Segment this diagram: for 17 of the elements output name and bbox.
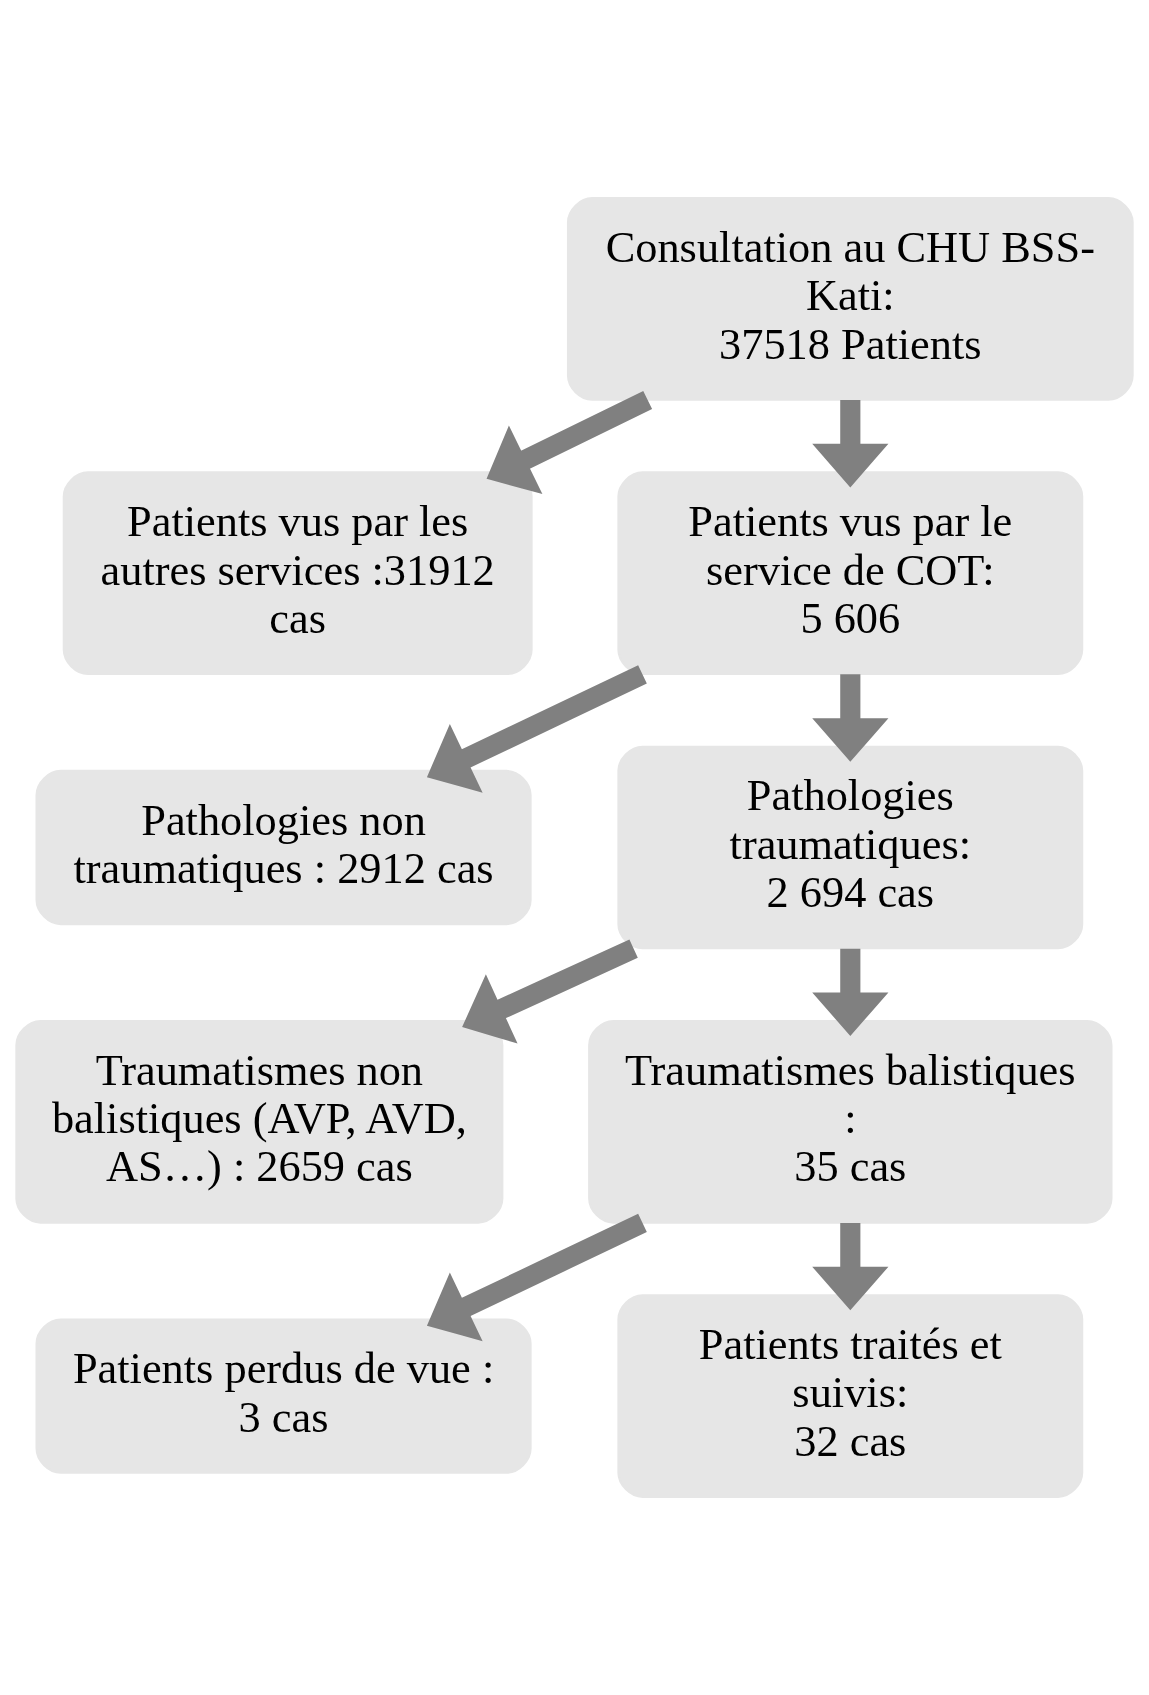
arrow — [812, 400, 889, 488]
node-box: Patients traités et suivis: 32 cas — [617, 1294, 1084, 1498]
node-box: Pathologies traumatiques: 2 694 cas — [617, 745, 1084, 950]
arrow — [812, 1222, 889, 1311]
node-box: Patients vus par le service de COT: 5 606 — [617, 471, 1084, 676]
arrow — [812, 674, 889, 762]
node-box: Pathologies non traumatiques : 2912 cas — [35, 769, 532, 926]
node-box: Consultation au CHU BSS-Kati: 37518 Patients — [566, 197, 1134, 401]
arrow — [426, 1213, 647, 1342]
node-box: Patients perdus de vue : 3 cas — [35, 1318, 532, 1474]
node-box: Patients vus par les autres services :31912 cas — [62, 471, 533, 676]
arrow — [812, 948, 889, 1036]
arrow — [462, 939, 638, 1044]
node-box: Traumatismes non balistiques (AVP, AVD, AS…) : 2659 cas — [15, 1019, 504, 1224]
arrow — [426, 665, 647, 793]
arrow — [486, 390, 653, 494]
node-box: Traumatismes balistiques : 35 cas — [588, 1019, 1113, 1224]
